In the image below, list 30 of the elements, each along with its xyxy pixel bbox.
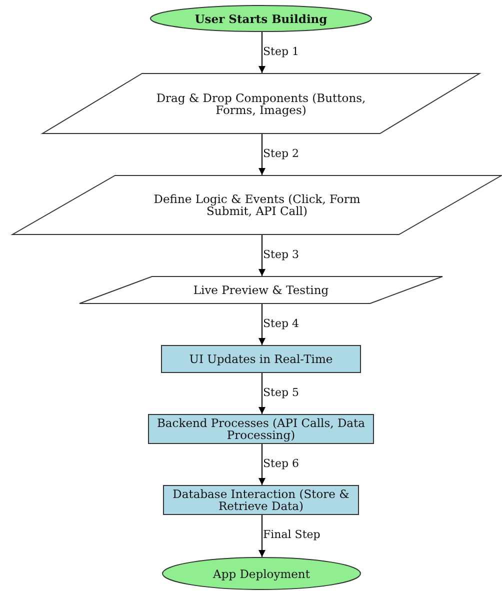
terminal-ellipse [150,5,372,32]
node-label: User Starts Building [194,12,328,24]
node-label: Define Logic & Events (Click, Form Submit, API Call) [152,193,362,217]
arrow [258,304,266,346]
process-box [148,414,374,444]
input-output-parallelogram [12,175,502,235]
node-label: Drag & Drop Components (Buttons, Forms, Images) [155,92,367,116]
arrow [258,32,266,74]
node-label: Database Interaction (Store & Retrieve Data) [172,488,350,512]
terminal-ellipse [162,557,361,590]
edge-label: Step 1 [263,44,300,58]
input-output-parallelogram [79,276,443,304]
edge-label: Final Step [263,528,320,541]
arrow [258,234,266,276]
input-output-parallelogram [42,73,480,134]
edge-label: Step 6 [263,456,300,470]
edge-label: Step 2 [263,146,300,160]
node-label: App Deployment [212,568,311,580]
node-label: UI Updates in Real-Time [188,353,334,365]
arrow [258,372,266,414]
arrow [258,134,266,176]
edge-label: Step 3 [263,248,300,260]
process-box [161,345,361,373]
arrow [258,444,266,486]
arrow [258,514,266,558]
edge-label: Step 4 [263,316,300,330]
node-label: Live Preview & Testing [192,284,330,296]
process-box [163,485,359,515]
edge-label: Step 5 [263,386,300,398]
node-label: Backend Processes (API Calls, Data Processing) [156,417,366,441]
